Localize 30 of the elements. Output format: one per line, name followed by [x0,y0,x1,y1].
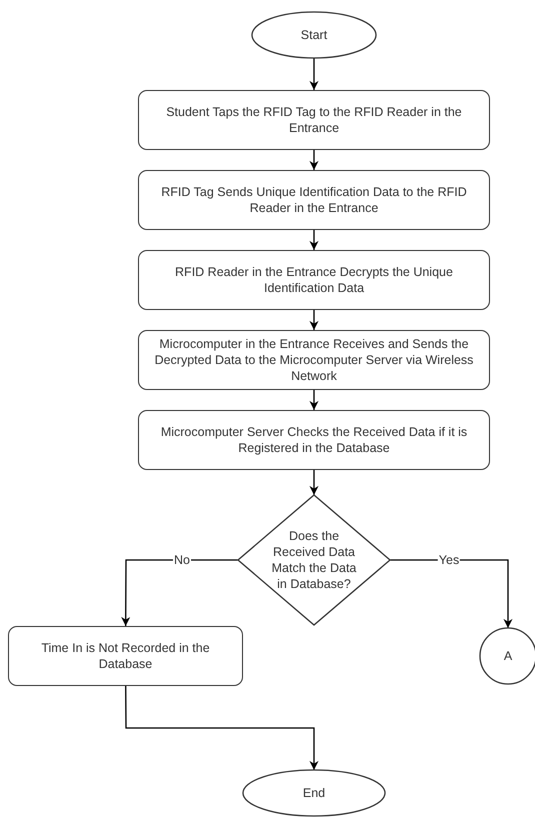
step-text: A [502,648,514,664]
terminal-ellipse [243,770,385,816]
step-text: Microcomputer Server Checks the Received Data if it is Registered in the Database [160,424,468,456]
process-box [138,410,490,470]
step-text: RFID Reader in the Entrance Decrypts the Unique Identification Data [174,264,454,296]
process-box [138,330,490,390]
arrow [309,390,319,410]
arrow [309,58,319,90]
process-box [138,250,490,310]
process-box [138,170,490,230]
process-box [138,90,490,150]
edge-label: No [173,553,191,567]
decision-diamond [238,495,390,625]
arrow [121,559,238,626]
process-box [8,626,243,686]
step-text: End [302,784,326,802]
arrow [309,470,319,495]
arrow [309,150,319,170]
step-text: Student Taps the RFID Tag to the RFID Reader in the Entrance [165,104,463,136]
arrow [309,310,319,330]
terminal-ellipse [252,12,376,58]
step-text: Time In is Not Recorded in the Database [40,640,211,672]
arrow [390,559,513,628]
step-text: Microcomputer in the Entrance Receives and Sends the Decrypted Data to the Microcomputer Server via Wireless Network [154,336,474,384]
arrow [309,230,319,250]
step-text: RFID Tag Sends Unique Identification Data to the RFID Reader in the Entrance [160,184,468,216]
step-text: Start [300,26,328,44]
decision-text: Does the Received Data Match the Data in Database? [270,528,358,592]
arrow [125,686,319,770]
edge-label: Yes [438,553,460,567]
